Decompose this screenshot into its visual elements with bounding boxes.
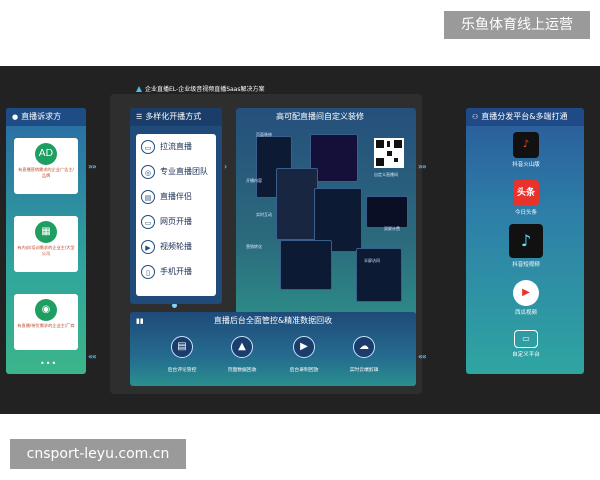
team-icon: ◎: [141, 164, 155, 179]
platform-item: ▶ 西瓜视频: [502, 280, 550, 316]
distribution-header-label: 直播分发平台&多端打通: [481, 112, 568, 121]
phone-mockup: [280, 240, 332, 290]
web-icon: ▭: [141, 214, 155, 229]
video-icon: ▶: [141, 239, 155, 254]
ad-icon: AD: [35, 143, 57, 165]
demand-card-commerce: ◉ 有直播/带货需求的企业主/厂商: [14, 294, 78, 350]
data-recovery-icon: ▲: [231, 336, 253, 358]
replay-icon: ▶: [293, 336, 315, 358]
diagram-stage: 企业直播EL-企业级音视频直播Saas解决方案 ●直播诉求方 AD 有直播营销需…: [0, 66, 600, 414]
backend-item: ▶ 后台录制回放: [276, 336, 332, 373]
flow-arrow: ›: [224, 162, 227, 171]
demand-card-ad: AD 有直播营销需求的企业广告主/品牌: [14, 138, 78, 194]
list-item: ▤ 直播伴侣: [136, 184, 216, 209]
decor-label: 页面装修: [256, 132, 272, 137]
platform-item: ♪ 抖音短视频: [502, 224, 550, 268]
list-item: ▭ 拉流直播: [136, 134, 216, 159]
platform-item: ♪ 抖音火山版: [502, 132, 550, 168]
platform-label: 今日头条: [514, 210, 537, 216]
room-decoration-panel: 高可配直播间自定义装修 页面装修 开播内容 实时互动 营销转化 半屏访问 双屏计…: [236, 108, 416, 352]
backend-item-label: 后台录制回放: [289, 368, 319, 373]
decor-label: 双屏计费: [384, 226, 400, 231]
distribution-header: ⚇直播分发平台&多端打通: [466, 108, 584, 126]
comment-control-icon: ▤: [171, 336, 193, 358]
demand-column: ●直播诉求方 AD 有直播营销需求的企业广告主/品牌 ▦ 有内训/培训需求的企业…: [6, 108, 86, 374]
watermark-top: 乐鱼体育线上运营: [444, 11, 590, 39]
list-item-label: 专业直播团队: [160, 167, 208, 176]
phone-mockup: [310, 134, 358, 182]
platform-label: 西瓜视频: [514, 310, 537, 316]
list-item-label: 网页开播: [160, 217, 192, 226]
diagram-title-text: 企业直播EL-企业级音视频直播Saas解决方案: [145, 86, 265, 93]
demand-header: ●直播诉求方: [6, 108, 86, 126]
decor-label: 自定义直播间: [374, 172, 398, 177]
list-item: ◎ 专业直播团队: [136, 159, 216, 184]
list-item: ▭ 网页开播: [136, 209, 216, 234]
custom-platform-icon: ▭: [514, 330, 538, 348]
broadcast-methods-header-label: 多样化开播方式: [145, 112, 202, 121]
douyin-logo-icon: ♪: [509, 224, 543, 258]
more-dots: •••: [40, 359, 58, 368]
phone-mockup: [276, 168, 318, 240]
distribution-column: ⚇直播分发平台&多端打通 ♪ 抖音火山版 头条 今日头条 ♪ 抖音短视频 ▶ 西…: [466, 108, 584, 374]
companion-icon: ▤: [141, 189, 155, 204]
platform-item: 头条 今日头条: [502, 180, 550, 216]
backend-item: ▲ 页面数据回收: [214, 336, 270, 373]
broadcast-methods-column: ☰多样化开播方式 ▭ 拉流直播 ◎ 专业直播团队 ▤ 直播伴侣 ▭ 网页开播 ▶ 视频轮播…: [130, 108, 222, 304]
backend-item: ▤ 后台评论管控: [154, 336, 210, 373]
phone-mockup: [356, 248, 402, 302]
demand-card-text: 有直播营销需求的企业广告主/品牌: [18, 167, 74, 178]
platform-label: 自定义平台: [512, 352, 540, 358]
demand-card-training: ▦ 有内训/培训需求的企业主/大型公司: [14, 216, 78, 272]
backend-management-panel: ▮▮ 直播后台全面管控&精准数据回收 ▤ 后台评论管控 ▲ 页面数据回收 ▶ 后台录制回…: [130, 312, 416, 386]
person-icon: ●: [12, 113, 19, 121]
flow-arrow: »»: [88, 162, 97, 171]
flow-arrow: ««: [418, 352, 427, 361]
diagram-title: 企业直播EL-企业级音视频直播Saas解决方案: [136, 84, 264, 93]
connector-dot: [172, 303, 177, 308]
menu-icon: ☰: [136, 113, 143, 121]
list-item-label: 拉流直播: [160, 142, 192, 151]
backend-item-label: 页面数据回收: [227, 368, 257, 373]
backend-item-label: 后台评论管控: [167, 368, 197, 373]
platform-label: 抖音火山版: [512, 162, 540, 168]
phone-icon: ▯: [141, 264, 155, 279]
decor-label: 半屏访问: [364, 258, 380, 263]
cloud-edit-icon: ☁: [353, 336, 375, 358]
commerce-icon: ◉: [35, 299, 57, 321]
backend-item-label: 实时云端剪辑: [349, 368, 379, 373]
list-item-label: 视频轮播: [160, 242, 192, 251]
decor-label: 营销转化: [246, 244, 262, 249]
platform-label: 抖音短视频: [512, 262, 540, 268]
decor-label: 实时互动: [256, 212, 272, 217]
platform-item: ▭ 自定义平台: [502, 330, 550, 358]
demand-header-label: 直播诉求方: [21, 112, 62, 121]
broadcast-methods-list: ▭ 拉流直播 ◎ 专业直播团队 ▤ 直播伴侣 ▭ 网页开播 ▶ 视频轮播 ▯ 手机开播: [136, 134, 216, 296]
flow-arrow: »»: [418, 162, 427, 171]
decor-label: 开播内容: [246, 178, 262, 183]
demand-card-text: 有直播/带货需求的企业主/厂商: [17, 323, 75, 328]
broadcast-methods-header: ☰多样化开播方式: [130, 108, 222, 126]
share-icon: ⚇: [472, 113, 479, 121]
demand-card-text: 有内训/培训需求的企业主/大型公司: [17, 245, 75, 256]
stream-icon: ▭: [141, 139, 155, 154]
backend-management-header: ▮▮ 直播后台全面管控&精准数据回收: [130, 312, 416, 330]
list-item-label: 手机开播: [160, 267, 192, 276]
douyin-huoshan-logo-icon: ♪: [513, 132, 539, 158]
brand-triangle-icon: [136, 86, 142, 92]
backend-item: ☁ 实时云端剪辑: [336, 336, 392, 373]
phone-mockup: [366, 196, 408, 228]
list-item: ▶ 视频轮播: [136, 234, 216, 259]
backend-management-header-label: 直播后台全面管控&精准数据回收: [213, 316, 333, 325]
watermark-bottom: cnsport-leyu.com.cn: [10, 439, 186, 469]
building-icon: ▦: [35, 221, 57, 243]
chart-icon: ▮▮: [136, 317, 144, 325]
list-item-label: 直播伴侣: [160, 192, 192, 201]
flow-arrow: ««: [88, 352, 97, 361]
list-item: ▯ 手机开播: [136, 259, 216, 284]
room-decoration-header: 高可配直播间自定义装修: [276, 112, 364, 121]
xigua-logo-icon: ▶: [513, 280, 539, 306]
qr-code: [374, 138, 404, 168]
toutiao-logo-icon: 头条: [513, 180, 539, 206]
